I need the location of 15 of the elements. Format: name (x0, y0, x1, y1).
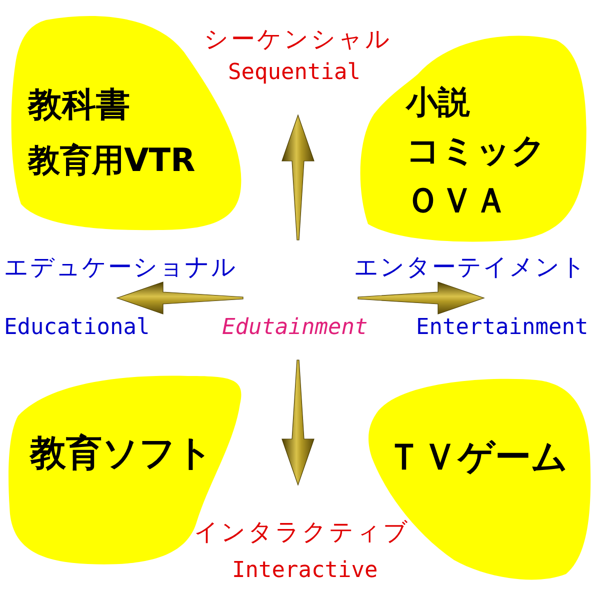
axis-label: エデュケーショナル (4, 255, 237, 279)
item-label: コミック (406, 134, 546, 168)
center-label: Edutainment (222, 317, 368, 339)
axis-label: シーケンシャル (204, 27, 392, 51)
item-label: ＴＶゲーム (386, 440, 568, 476)
axis-label: インタラクティブ (194, 520, 410, 544)
item-label: 小説 (406, 86, 470, 118)
axis-label: Interactive (232, 560, 378, 582)
axis-label: Educational (4, 317, 150, 339)
item-label: ＯＶＡ (406, 184, 508, 218)
item-label: 教科書 (28, 88, 130, 122)
axis-label: Entertainment (416, 317, 588, 339)
axis-label: Sequential (228, 62, 360, 84)
axis-label: エンターテイメント (354, 255, 587, 279)
item-label: 教育用VTR (28, 144, 196, 176)
